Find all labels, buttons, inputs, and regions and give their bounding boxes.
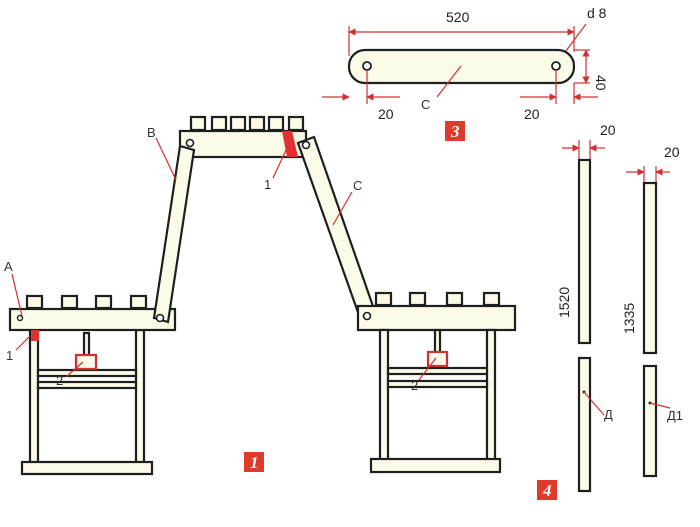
dim-leg-d1-width: 20	[664, 144, 680, 160]
label-2-right: 2	[411, 378, 418, 393]
link-hole-right	[551, 61, 561, 71]
leg-d: 20 1520 Д 4	[537, 122, 616, 500]
dim-leg-d-width: 20	[600, 122, 616, 138]
left-seat-slats	[25, 294, 148, 310]
label-a: А	[4, 259, 13, 274]
dim-20-left: 20	[378, 106, 394, 122]
legs-figure: 20 1520 Д 4 20 1335 Д1	[537, 122, 683, 500]
dim-20-right: 20	[524, 106, 540, 122]
link-b	[152, 144, 196, 324]
figure-1-badge	[244, 452, 264, 472]
dim-leg-d-length: 1520	[556, 287, 572, 318]
dim-40: 40	[593, 75, 609, 91]
link-hole-left	[362, 61, 372, 71]
label-c-link: С	[353, 178, 362, 193]
label-b: В	[147, 125, 156, 140]
leg-d1: 20 1335 Д1	[621, 144, 683, 478]
top-back-slats	[189, 115, 305, 132]
marker-1-left	[31, 330, 39, 341]
label-1-top: 1	[264, 177, 271, 192]
label-d: Д	[604, 407, 613, 422]
link-c	[296, 135, 377, 320]
dim-520: 520	[446, 9, 470, 25]
figure-4-badge	[537, 480, 557, 500]
label-c-main: С	[421, 97, 430, 112]
label-1-left: 1	[6, 348, 13, 363]
link-detail-figure: 520 d 8 40 20 20 С 3	[322, 5, 609, 141]
pivot-holes	[16, 138, 372, 323]
right-seat-slats	[374, 291, 501, 307]
dim-d8: d 8	[587, 5, 607, 21]
label-2-left: 2	[56, 373, 63, 388]
link-bar	[347, 48, 576, 85]
right-frame	[369, 328, 502, 474]
right-seat-board	[356, 304, 517, 332]
figure-3-number: 3	[450, 122, 460, 141]
leader-lines	[11, 137, 437, 381]
figure-4-number: 4	[542, 481, 552, 500]
figure-3-badge	[445, 121, 465, 141]
bench-figure: А В С 1 1 2 2 1	[4, 115, 517, 476]
seat-board-a	[8, 307, 177, 332]
figure-1-number: 1	[250, 453, 259, 472]
left-frame	[20, 328, 154, 476]
dim-leg-d1-length: 1335	[621, 303, 637, 334]
label-d1: Д1	[667, 408, 683, 423]
